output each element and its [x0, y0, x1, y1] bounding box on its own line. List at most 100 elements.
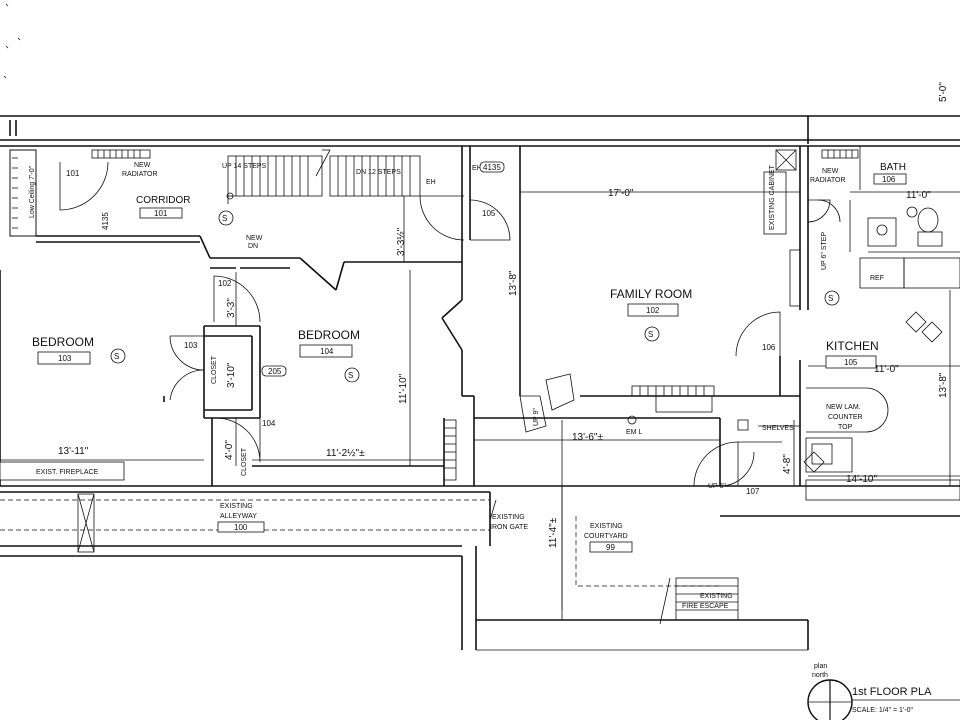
north-arrow — [807, 679, 853, 720]
svg-text:S: S — [114, 352, 119, 361]
door-tag-103: 103 — [184, 341, 198, 350]
dim-3-10: 3'-10" — [226, 362, 237, 388]
closet-label-2: CLOSET — [241, 447, 248, 476]
room-tag-102: 102 — [646, 306, 660, 315]
dim-11-2-half: 11'-2½"± — [326, 448, 365, 459]
eh-label-1: EH — [426, 179, 436, 186]
em-label: EM L — [626, 429, 642, 436]
fireplace-label-box — [0, 461, 125, 481]
low-ceiling-label: Low Ceiling 7'-0" — [29, 165, 36, 218]
smoke-detectors: S S S S S — [110, 210, 840, 383]
room-tag-106: 106 — [882, 175, 896, 184]
svg-text:S: S — [648, 330, 653, 339]
fire-escape-label-1: EXISTING — [700, 593, 733, 600]
room-tag-box-99 — [589, 541, 633, 553]
dim-4-8: 4'-8" — [782, 454, 793, 474]
closet-label-1: CLOSET — [211, 355, 218, 384]
dn-12-steps-label: DN 12 STEPS — [356, 169, 401, 176]
courtyard-label-2: COURTYARD — [584, 533, 628, 540]
room-tag-101: 101 — [154, 209, 168, 218]
door-tag-box-4135a — [479, 161, 505, 173]
fireplace-label: EXIST. FIREPLACE — [36, 469, 99, 476]
fire-escape — [659, 577, 739, 625]
diamond-symbols — [803, 311, 943, 473]
room-name-family-room: FAMILY ROOM — [610, 287, 692, 301]
dim-13-6: 13'-6"± — [572, 432, 603, 443]
room-tag-100: 100 — [234, 523, 248, 532]
room-name-corridor: CORRIDOR — [136, 195, 190, 206]
existing-cabinet-label: EXISTING CABINET — [769, 164, 776, 230]
door-tag-4135b: 4135 — [101, 212, 110, 230]
room-tag-box-102 — [627, 303, 679, 317]
dim-17-0: 17'-0" — [608, 188, 634, 199]
radiator-bath — [821, 149, 859, 159]
door-tag-101: 101 — [66, 169, 80, 178]
drawing-title: 1st FLOOR PLA — [852, 686, 932, 698]
up-step-label: UP 6" STEP — [821, 232, 828, 270]
family-room-fireplace — [627, 385, 715, 425]
new-radiator-label-1b: RADIATOR — [122, 171, 158, 178]
door-tag-box-205 — [261, 365, 287, 377]
dim-5-0: 5'-0" — [938, 82, 949, 102]
room-tag-box-105 — [825, 355, 877, 369]
dim-11-0-bath: 11'-0" — [906, 190, 931, 201]
new-radiator-label-2: NEW — [822, 168, 839, 175]
dim-13-8-kitchen: 13'-8" — [938, 372, 949, 398]
room-tag-104: 104 — [320, 347, 334, 356]
room-tag-box-100 — [217, 521, 265, 533]
door-tag-205: 205 — [268, 367, 282, 376]
alleyway-label-1: EXISTING — [220, 503, 253, 510]
room-tag-box-101 — [139, 207, 183, 219]
plan-north-label-1: plan — [814, 663, 827, 670]
stair-up — [226, 149, 331, 204]
existing-cabinet — [763, 149, 797, 235]
registration-marks — [3, 3, 21, 79]
dim-4-0: 4'-0" — [224, 440, 235, 460]
drawing-scale: SCALE: 1/4" = 1'-0" — [852, 707, 913, 714]
room-tag-103: 103 — [58, 354, 72, 363]
stair-down — [329, 155, 421, 197]
dim-11-4: 11'-4"± — [548, 517, 559, 548]
door-tag-105: 105 — [482, 209, 496, 218]
room-name-bedroom-104: BEDROOM — [298, 328, 360, 342]
courtyard-label-1: EXISTING — [590, 523, 623, 530]
ref-label: REF — [870, 275, 884, 282]
dim-13-8-family: 13'-8" — [508, 270, 519, 296]
new-lam-label-2: COUNTER — [828, 414, 863, 421]
up-6-label: UP 6" — [708, 483, 726, 490]
room-tag-box-103 — [37, 351, 91, 365]
new-radiator-label-2b: RADIATOR — [810, 177, 846, 184]
hall-steps — [443, 419, 457, 481]
low-ceiling-hatch — [9, 149, 37, 237]
room-tag-105: 105 — [844, 358, 858, 367]
room-name-bath: BATH — [880, 162, 906, 173]
door-tag-104: 104 — [262, 419, 276, 428]
iron-gate-label-1: EXISTING — [492, 514, 525, 521]
room-name-bedroom-103: BEDROOM — [32, 335, 94, 349]
room-tag-99: 99 — [606, 543, 615, 552]
door-tag-106: 106 — [762, 343, 776, 352]
dim-3-3-half: 3'-3½" — [396, 227, 407, 256]
svg-text:S: S — [348, 371, 353, 380]
bedroom-walls — [163, 325, 445, 486]
dim-14-10: 14'-10" — [846, 474, 877, 485]
door-tag-4135a: 4135 — [483, 163, 501, 172]
new-lam-label-3: TOP — [838, 424, 853, 431]
dim-11-0-kitchen: 11'-0" — [874, 364, 899, 375]
up-9-label: UP 9" — [533, 408, 540, 426]
new-dn-label: NEW — [246, 235, 263, 242]
courtyard — [476, 486, 960, 651]
svg-text:S: S — [222, 214, 227, 223]
up-14-steps-label: UP 14 STEPS — [222, 163, 267, 170]
door-tag-107: 107 — [746, 487, 760, 496]
plan-north-label-2: north — [812, 672, 828, 679]
room-tag-box-106 — [873, 173, 907, 185]
alleyway-label-2: ALLEYWAY — [220, 513, 257, 520]
door-tag-102: 102 — [218, 279, 232, 288]
room-tag-box-104 — [299, 344, 353, 358]
bath-fixtures — [849, 146, 960, 253]
eh-label-2: EH — [472, 165, 482, 172]
fire-escape-label-2: FIRE ESCAPE — [682, 603, 729, 610]
doors — [59, 161, 841, 487]
